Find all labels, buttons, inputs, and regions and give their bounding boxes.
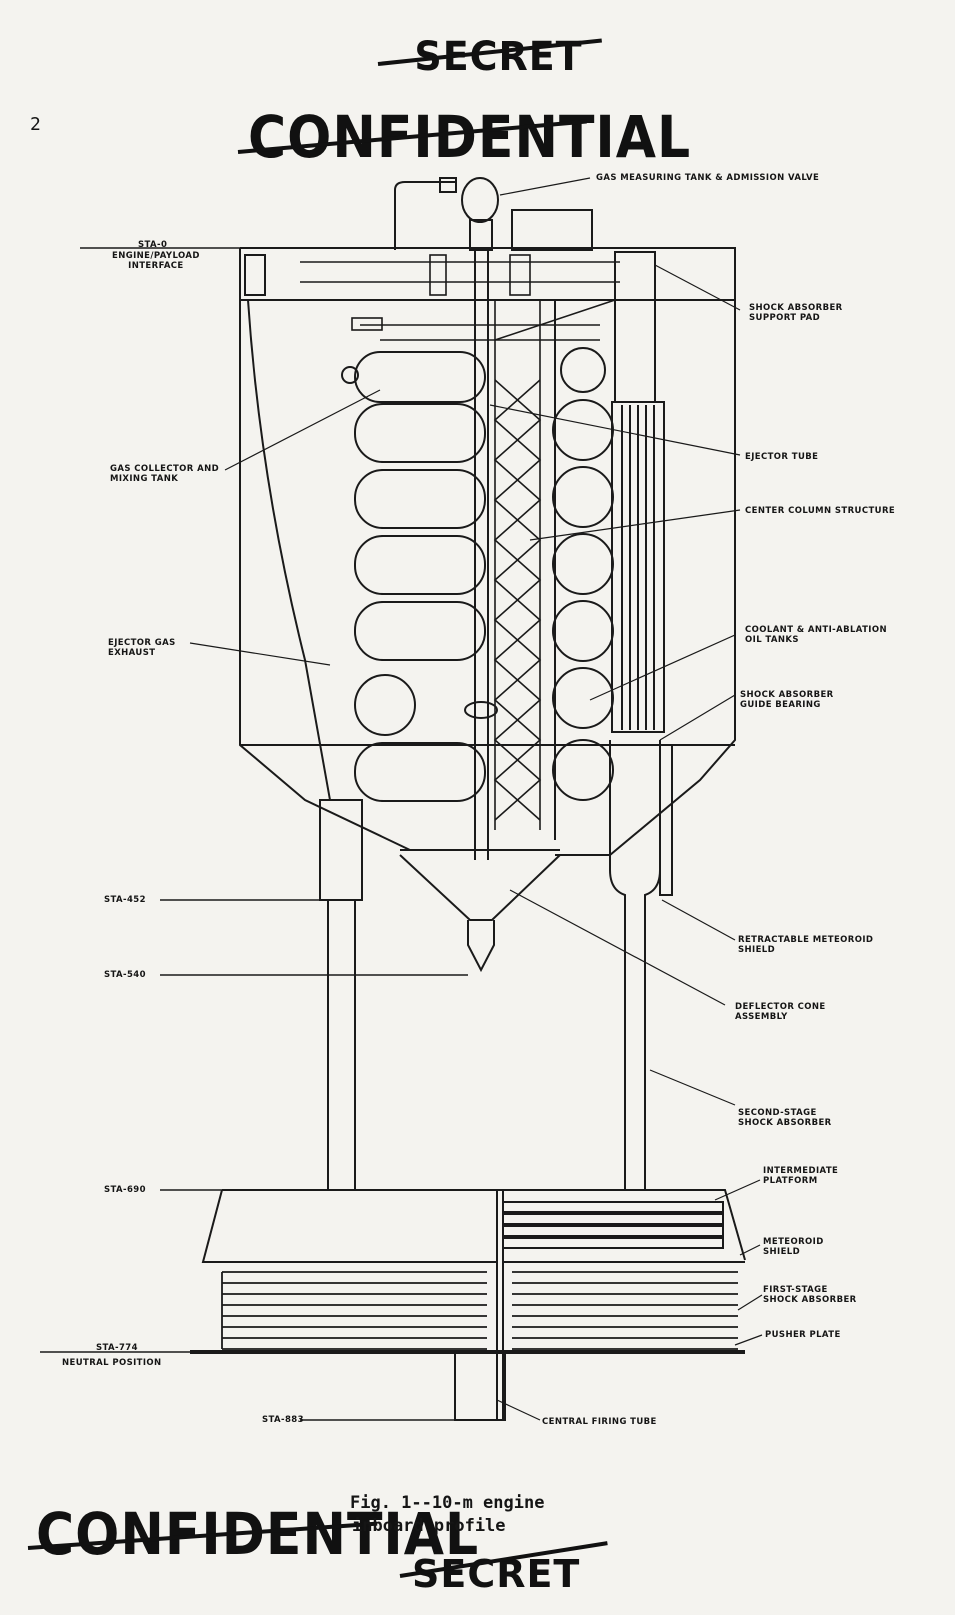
leader-lines — [189, 177, 763, 1421]
label-shock-absorber-support-pad: SHOCK ABSORBER SUPPORT PAD — [749, 303, 843, 323]
label-gas-measuring-tank: GAS MEASURING TANK & ADMISSION VALVE — [596, 173, 820, 183]
label-deflector-cone: DEFLECTOR CONE ASSEMBLY — [735, 1002, 826, 1022]
label-intermediate-platform: INTERMEDIATE PLATFORM — [763, 1166, 839, 1186]
label-sta-452: STA-452 — [104, 895, 146, 905]
coolant-tanks — [552, 300, 614, 840]
label-engine-payload-interface: ENGINE/PAYLOAD INTERFACE — [112, 251, 200, 271]
central-firing-tube — [454, 1351, 506, 1421]
center-column-structure — [493, 299, 616, 830]
confidential-marking-bottom: CONFIDENTIAL — [36, 1501, 480, 1569]
page-number: 2 — [30, 114, 41, 135]
left-strut — [319, 799, 363, 1190]
label-ejector-tube: EJECTOR TUBE — [745, 452, 819, 462]
label-sta-690: STA-690 — [104, 1185, 146, 1195]
ejector-tube — [464, 250, 498, 860]
label-central-firing-tube: CENTRAL FIRING TUBE — [542, 1417, 657, 1427]
label-gas-collector: GAS COLLECTOR AND MIXING TANK — [110, 464, 220, 484]
label-meteoroid-shield: METEOROID SHIELD — [763, 1237, 824, 1257]
figure-caption-line1: Fig. 1--10-m engine — [350, 1493, 545, 1513]
shock-absorber-right — [609, 251, 673, 1190]
gas-measuring-tank — [394, 177, 593, 251]
label-retractable-shield: RETRACTABLE METEOROID SHIELD — [738, 935, 874, 955]
station-lines — [40, 247, 468, 1421]
figure-caption-line2: inboard profile — [352, 1516, 506, 1536]
label-first-stage: FIRST-STAGE SHOCK ABSORBER — [763, 1285, 857, 1305]
label-pusher-plate: PUSHER PLATE — [765, 1330, 841, 1340]
gas-collector-tanks — [341, 351, 486, 802]
first-stage-shock-absorber — [221, 1271, 738, 1350]
label-sta-883: STA-883 — [262, 1415, 304, 1425]
label-center-column: CENTER COLUMN STRUCTURE — [745, 506, 896, 516]
label-neutral-position: NEUTRAL POSITION — [62, 1358, 162, 1368]
confidential-marking-top: CONFIDENTIAL — [248, 104, 692, 172]
label-sta-0: STA-0 — [138, 240, 168, 250]
top-equipment — [300, 254, 620, 341]
label-ejector-gas-exhaust: EJECTOR GAS EXHAUST — [108, 638, 176, 658]
label-sta-774: STA-774 — [96, 1343, 138, 1353]
label-second-stage: SECOND-STAGE SHOCK ABSORBER — [738, 1108, 832, 1128]
label-shock-absorber-guide: SHOCK ABSORBER GUIDE BEARING — [740, 690, 834, 710]
deflector-cone — [399, 849, 561, 973]
label-coolant-tanks: COOLANT & ANTI-ABLATION OIL TANKS — [745, 625, 887, 645]
label-sta-540: STA-540 — [104, 970, 146, 980]
